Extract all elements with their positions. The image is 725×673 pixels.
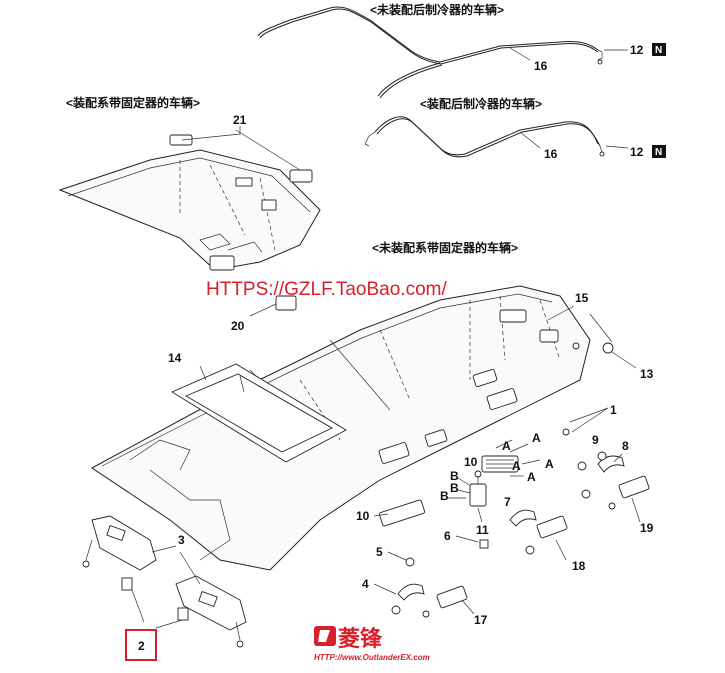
part-number-21: 21 xyxy=(233,113,247,127)
logo-url: HTTP://www.OutlanderEX.com xyxy=(314,653,430,662)
grip-handle-7 xyxy=(509,509,537,527)
part-number-4: 4 xyxy=(362,577,369,591)
part-number-3: 3 xyxy=(178,533,185,547)
part-number-11: 11 xyxy=(476,523,489,537)
caption-no-belt-anchor: <未装配系带固定器的车辆> xyxy=(372,240,518,255)
part-number-15: 15 xyxy=(575,291,589,305)
caption-with-rear-cooler: <装配后制冷器的车辆> xyxy=(420,96,542,111)
part-number-13: 13 xyxy=(640,367,654,381)
arrows-a-b: A A A A A B B B xyxy=(440,431,554,503)
harness-no-rear-cooler xyxy=(257,6,628,99)
n-tag-top xyxy=(652,43,666,56)
handle-bracket-18 xyxy=(536,515,568,539)
arrow-label-b: B xyxy=(450,469,459,483)
part-number-6: 6 xyxy=(444,529,451,543)
grip-handle-4 xyxy=(397,583,425,601)
sun-visors xyxy=(82,515,247,648)
part-number-16-bottom: 16 xyxy=(544,147,558,161)
part-number-9: 9 xyxy=(592,433,599,447)
n-tag-bottom xyxy=(652,145,666,158)
sunroof-frame xyxy=(171,363,347,463)
part-number-10-lower: 10 xyxy=(356,509,370,523)
part-number-12-bottom: 12 xyxy=(630,145,644,159)
n-tag-bottom-label: N xyxy=(655,147,662,158)
part-number-19: 19 xyxy=(640,521,654,535)
caption-with-belt-anchor: <装配系带固定器的车辆> xyxy=(66,95,200,110)
highlight-box-2 xyxy=(125,629,157,661)
screw-9b xyxy=(597,451,607,461)
arrow-label-a: A xyxy=(512,459,521,473)
part-number-14: 14 xyxy=(168,351,182,365)
handle-bracket-17 xyxy=(436,585,468,609)
part-number-7: 7 xyxy=(504,495,511,509)
arrow-label-a: A xyxy=(527,470,536,484)
visor-holder-2b xyxy=(177,607,189,621)
arrow-label-b: B xyxy=(450,481,459,495)
clip-6 xyxy=(479,539,489,549)
part-number-2: 2 xyxy=(138,639,145,653)
screw-9a xyxy=(577,461,587,471)
handle-bracket-19 xyxy=(618,475,650,499)
part-number-18: 18 xyxy=(572,559,586,573)
visor-holder-2a xyxy=(121,577,133,591)
n-tag-top-label: N xyxy=(655,45,662,56)
logo-text: 菱锋 xyxy=(338,626,383,651)
part-number-10-upper: 10 xyxy=(464,455,478,469)
part-number-20: 20 xyxy=(231,319,245,333)
watermark-url: HTTPS://GZLF.TaoBao.com/ xyxy=(206,279,447,300)
part-number-12-top: 12 xyxy=(630,43,644,57)
lamp-bracket-11 xyxy=(469,483,487,507)
logo-lingfeng: 菱锋 HTTP://www.OutlanderEX.com xyxy=(314,626,430,662)
arrow-label-b: B xyxy=(440,489,449,503)
arrow-label-a: A xyxy=(502,439,511,453)
screw-5 xyxy=(405,557,415,567)
harness-with-rear-cooler xyxy=(364,116,629,158)
part-number-1: 1 xyxy=(610,403,617,417)
arrow-label-a: A xyxy=(545,457,554,471)
part-number-16-top: 16 xyxy=(534,59,548,73)
part-number-5: 5 xyxy=(376,545,383,559)
headliner-rear-with-anchor xyxy=(58,126,321,317)
clip-13 xyxy=(602,342,614,354)
part-number-17: 17 xyxy=(474,613,488,627)
caption-no-rear-cooler: <未装配后制冷器的车辆> xyxy=(370,2,504,17)
arrow-label-a: A xyxy=(532,431,541,445)
dome-lamp-10-lower xyxy=(378,499,426,527)
part-number-8: 8 xyxy=(622,439,629,453)
